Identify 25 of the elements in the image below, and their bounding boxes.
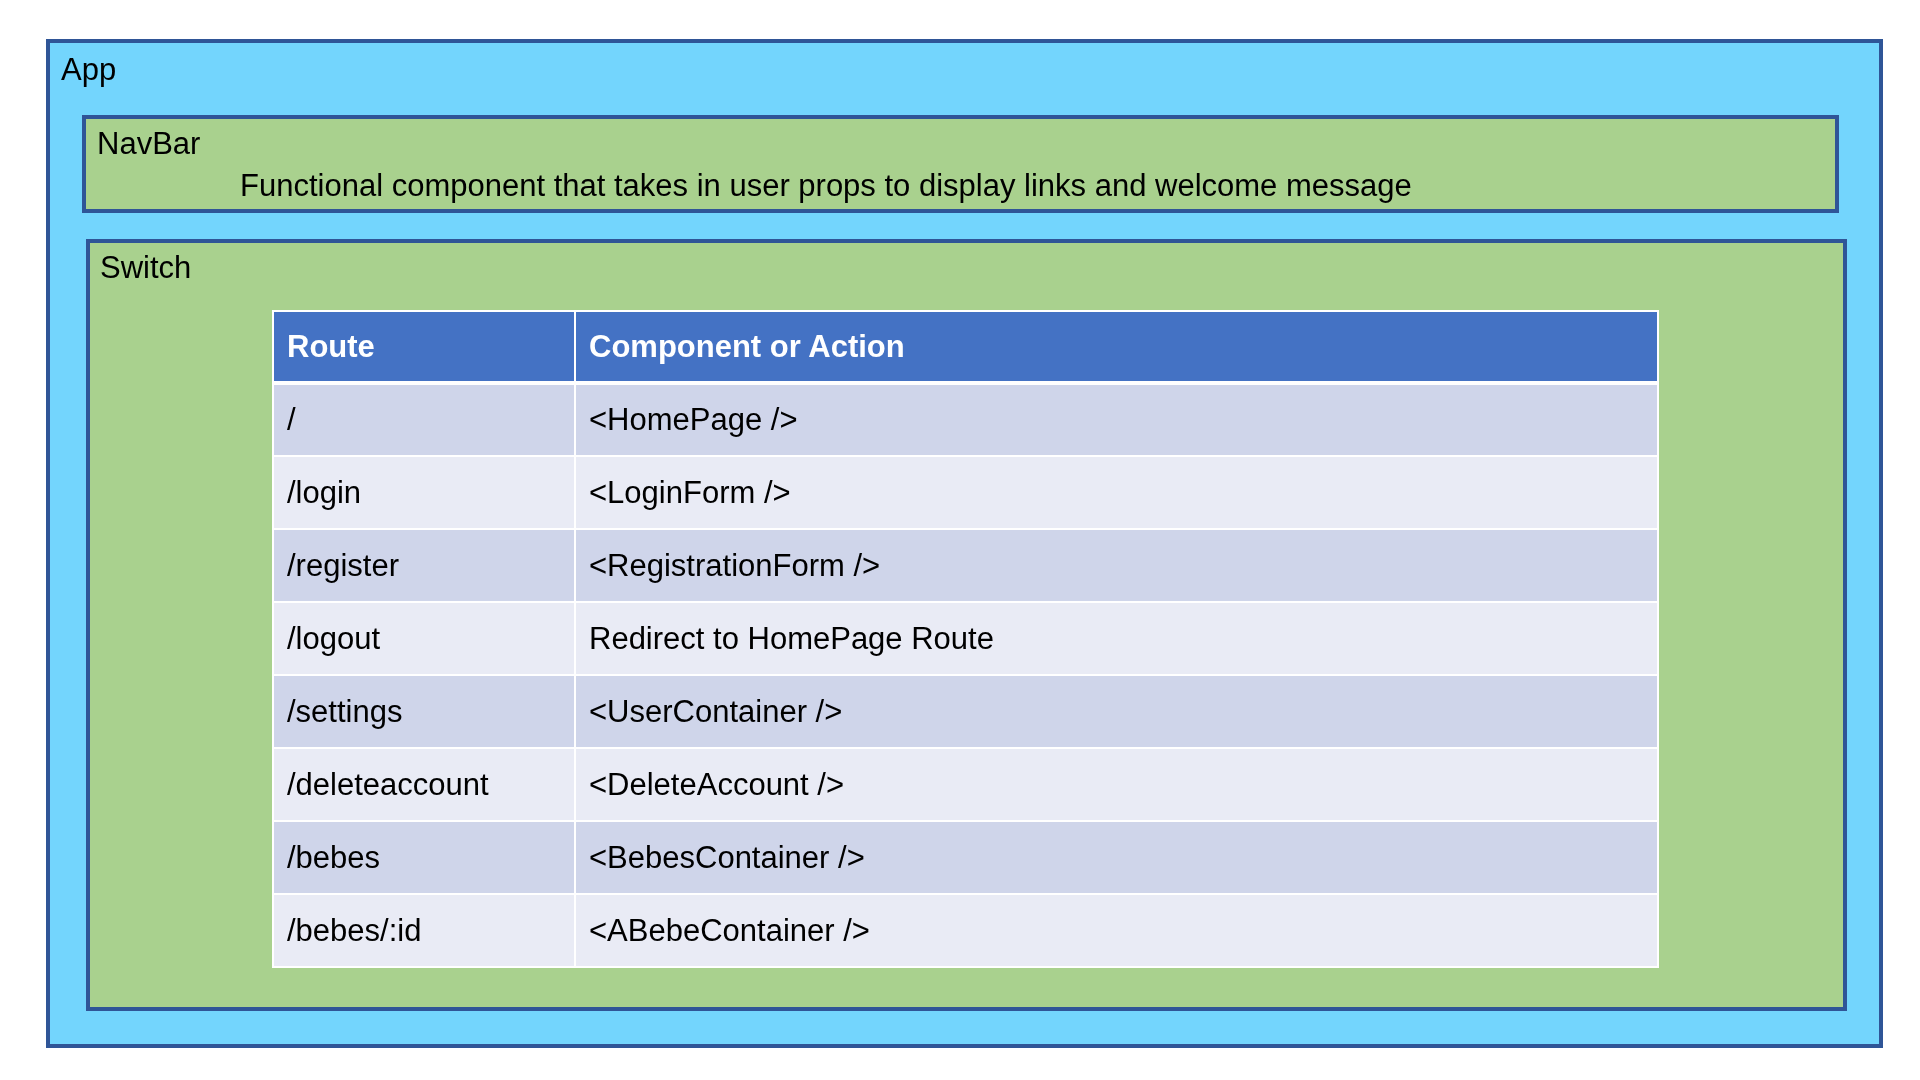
component-title: NavBar xyxy=(97,125,201,163)
table-cell: /bebes xyxy=(273,821,575,894)
component-box xyxy=(46,39,1883,1048)
component-title: Switch xyxy=(100,249,192,287)
table-header-cell: Route xyxy=(273,311,575,383)
table-cell: /bebes/:id xyxy=(273,894,575,967)
table-cell: / xyxy=(273,383,575,456)
component-box xyxy=(86,239,1847,1011)
table-cell: <LoginForm /> xyxy=(575,456,1658,529)
table-cell: /logout xyxy=(273,602,575,675)
table-cell: <RegistrationForm /> xyxy=(575,529,1658,602)
table-cell: /deleteaccount xyxy=(273,748,575,821)
component-description: Functional component that takes in user props to display links and welcome message xyxy=(240,167,1412,205)
table-cell: /register xyxy=(273,529,575,602)
component-title: App xyxy=(61,51,117,89)
table-cell: <UserContainer /> xyxy=(575,675,1658,748)
table-cell: /settings xyxy=(273,675,575,748)
table-cell: Redirect to HomePage Route xyxy=(575,602,1658,675)
table-cell: <HomePage /> xyxy=(575,383,1658,456)
table-cell: <ABebeContainer /> xyxy=(575,894,1658,967)
table-cell: <BebesContainer /> xyxy=(575,821,1658,894)
table-cell: /login xyxy=(273,456,575,529)
table-cell: <DeleteAccount /> xyxy=(575,748,1658,821)
component-box xyxy=(82,115,1839,213)
table-header-cell: Component or Action xyxy=(575,311,1658,383)
